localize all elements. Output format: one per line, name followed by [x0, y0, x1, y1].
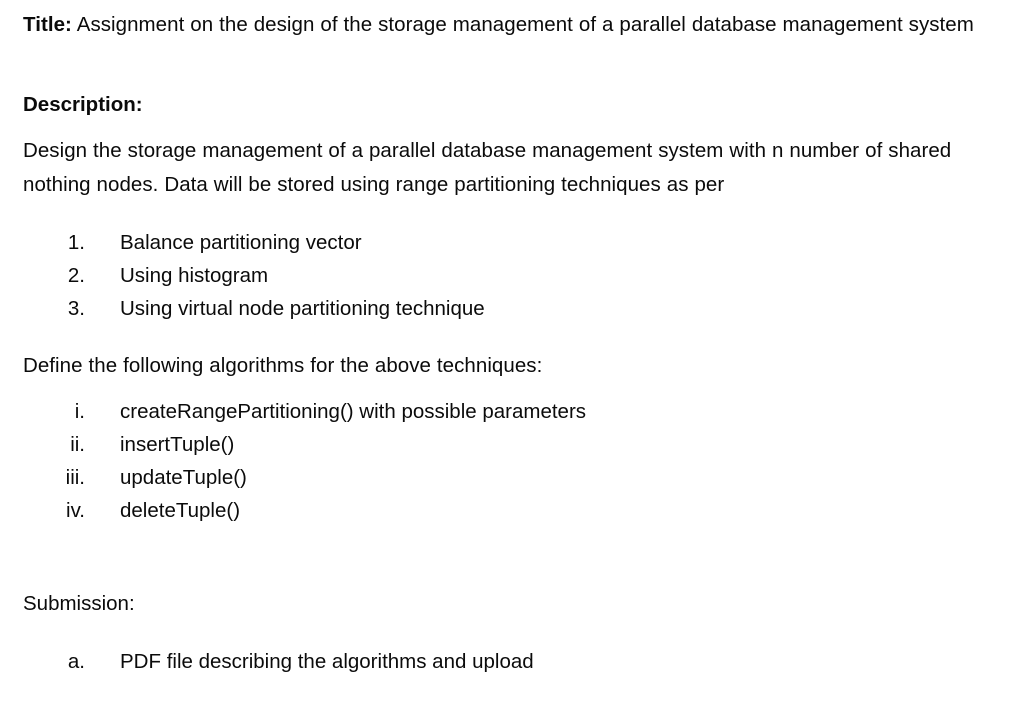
spacer-before-submission-list: [23, 621, 1008, 645]
list-item-label: deleteTuple(): [120, 499, 241, 522]
list-marker: 2.: [67, 264, 85, 287]
list-item-label: Balance partitioning vector: [120, 231, 362, 254]
submission-list: a. PDF file describing the algorithms an…: [23, 645, 1008, 678]
list-marker: i.: [74, 400, 85, 423]
list-item: iii. updateTuple(): [23, 461, 1008, 494]
algorithms-intro-text: Define the following algorithms for the …: [23, 354, 543, 377]
description-text: Design the storage management of a paral…: [23, 139, 952, 196]
spacer-before-algorithms-list: [23, 383, 1008, 395]
list-item: ii. insertTuple(): [23, 428, 1008, 461]
techniques-list: 1. Balance partitioning vector 2. Using …: [23, 226, 1008, 325]
spacer-after-title: [23, 42, 1008, 88]
list-marker: a.: [67, 650, 85, 673]
submission-heading: Submission:: [23, 592, 135, 615]
list-marker: ii.: [70, 433, 85, 456]
list-item-label: PDF file describing the algorithms and u…: [120, 650, 534, 673]
list-item: 3. Using virtual node partitioning techn…: [23, 292, 1008, 325]
list-item: iv. deleteTuple(): [23, 494, 1008, 527]
list-item-label: Using histogram: [120, 264, 269, 287]
title-text: Assignment on the design of the storage …: [71, 13, 974, 36]
list-item-label: createRangePartitioning() with possible …: [120, 400, 587, 423]
list-item-label: insertTuple(): [120, 433, 235, 456]
title-line: Title: Assignment on the design of the s…: [23, 8, 1008, 42]
list-item: 2. Using histogram: [23, 259, 1008, 292]
list-marker: iv.: [66, 499, 85, 522]
description-paragraph: Design the storage management of a paral…: [23, 134, 1005, 202]
list-item: i. createRangePartitioning() with possib…: [23, 395, 1008, 428]
list-item: 1. Balance partitioning vector: [23, 226, 1008, 259]
spacer-before-algorithms-intro: [23, 325, 1008, 349]
list-marker: 3.: [67, 297, 85, 320]
list-marker: 1.: [67, 231, 85, 254]
description-heading: Description:: [23, 93, 143, 116]
list-item-label: Using virtual node partitioning techniqu…: [120, 297, 485, 320]
title-paragraph: Title: Assignment on the design of the s…: [23, 0, 1008, 42]
title-label: Title:: [23, 13, 72, 36]
spacer-before-techniques: [23, 202, 1008, 226]
spacer-after-description-heading: [23, 122, 1008, 134]
algorithms-list: i. createRangePartitioning() with possib…: [23, 395, 1008, 527]
list-marker: iii.: [65, 466, 85, 489]
list-item-label: updateTuple(): [120, 466, 247, 489]
list-item: a. PDF file describing the algorithms an…: [23, 645, 1008, 678]
spacer-before-submission: [23, 527, 1008, 587]
